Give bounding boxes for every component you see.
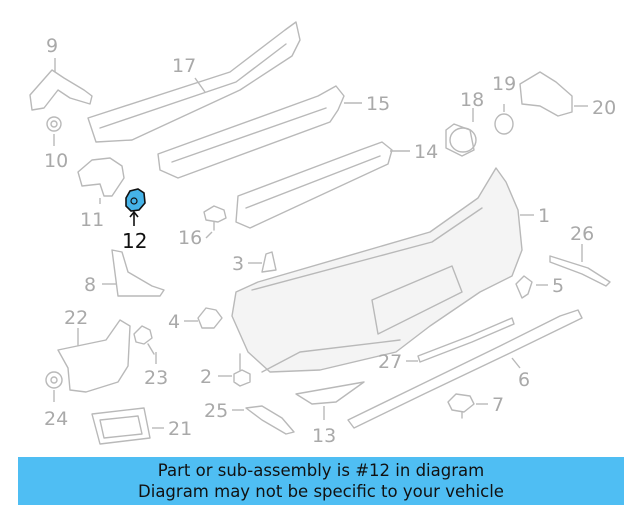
label-10: 10 — [44, 150, 68, 172]
label-3: 3 — [232, 253, 244, 275]
label-6: 6 — [518, 369, 530, 391]
label-7: 7 — [492, 394, 504, 416]
part-13-reflector: 13 — [295, 381, 365, 447]
info-banner: Part or sub-assembly is #12 in diagram D… — [18, 457, 624, 505]
label-24: 24 — [44, 408, 68, 430]
part-26-molding: 26 — [549, 223, 611, 287]
part-16-bolt: 16 — [178, 205, 227, 249]
part-8-bracket: 8 — [84, 249, 165, 297]
part-1-bumper-cover: 1 — [231, 167, 550, 373]
label-8: 8 — [84, 274, 96, 296]
label-5: 5 — [552, 275, 564, 297]
label-27: 27 — [378, 351, 402, 373]
part-4-nut: 4 — [168, 307, 223, 333]
parts-diagram: 9 17 10 11 12 15 14 — [29, 21, 616, 447]
part-9-bracket: 9 — [29, 35, 93, 111]
label-23: 23 — [144, 367, 168, 389]
part-18-sensor: 18 — [445, 89, 484, 157]
part-20-bracket: 20 — [519, 71, 616, 119]
banner-line-2: Diagram may not be specific to your vehi… — [138, 482, 504, 501]
part-25-trim: 25 — [204, 400, 295, 435]
part-23-bolt: 23 — [133, 325, 168, 389]
label-2: 2 — [200, 366, 212, 388]
part-5-reflector: 5 — [515, 275, 564, 299]
part-11-bracket: 11 — [77, 157, 125, 231]
label-13: 13 — [312, 425, 336, 447]
part-6-diffuser: 6 — [347, 309, 583, 429]
part-24-clip: 24 — [44, 371, 68, 430]
part-15-absorber: 15 — [157, 85, 390, 179]
part-27-molding: 27 — [378, 317, 515, 373]
label-17: 17 — [172, 55, 196, 77]
label-18: 18 — [460, 89, 484, 111]
part-19-cap: 19 — [492, 73, 516, 135]
label-11: 11 — [80, 209, 104, 231]
part-21-panel: 21 — [91, 407, 192, 445]
label-20: 20 — [592, 97, 616, 119]
label-26: 26 — [570, 223, 594, 245]
label-4: 4 — [168, 311, 180, 333]
part-10-clip: 10 — [44, 116, 68, 172]
label-15: 15 — [366, 93, 390, 115]
part-2-bolt: 2 — [200, 353, 251, 388]
banner-line-1: Part or sub-assembly is #12 in diagram — [157, 461, 485, 480]
label-16: 16 — [178, 227, 202, 249]
label-21: 21 — [168, 418, 192, 440]
label-1: 1 — [538, 205, 550, 227]
label-19: 19 — [492, 73, 516, 95]
label-12: 12 — [122, 229, 147, 253]
label-22: 22 — [64, 307, 88, 329]
label-25: 25 — [204, 400, 228, 422]
part-14-absorber: 14 — [235, 141, 438, 229]
part-7-bracket: 7 — [447, 393, 504, 419]
part-12-highlighted: 12 — [122, 188, 147, 253]
label-9: 9 — [46, 35, 58, 57]
label-14: 14 — [414, 141, 438, 163]
part-22-bracket: 22 — [57, 307, 131, 393]
part-17-reinforcement: 17 — [87, 21, 301, 143]
part-3-clip: 3 — [232, 251, 277, 275]
